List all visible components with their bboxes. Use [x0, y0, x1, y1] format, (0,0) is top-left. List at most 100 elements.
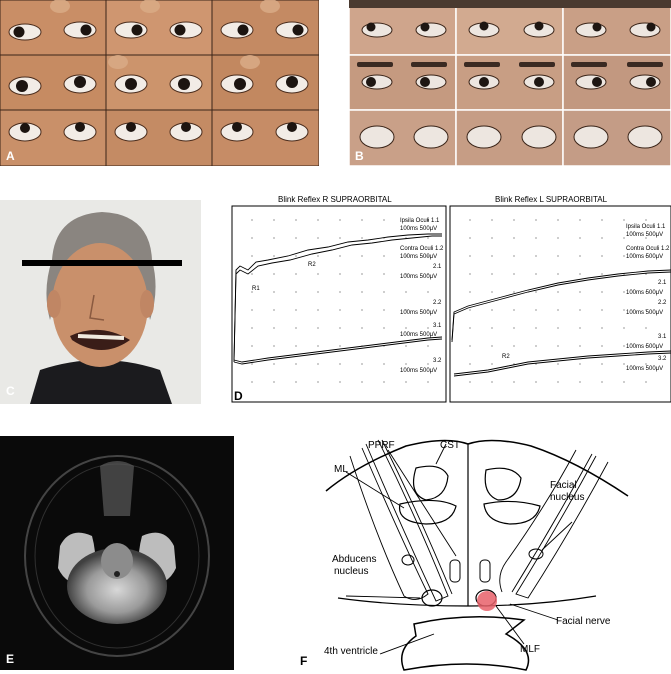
grid-dot	[491, 327, 493, 329]
f-label-fourth-ventricle: 4th ventricle	[324, 646, 378, 657]
grid-dot	[251, 363, 253, 365]
grid-dot	[623, 291, 625, 293]
grid-dot	[601, 237, 603, 239]
f-fourth-ventricle	[401, 616, 530, 671]
grid-dot	[317, 309, 319, 311]
face-photo	[0, 200, 201, 404]
grid-dot	[427, 309, 429, 311]
grid-dot	[469, 345, 471, 347]
d-right-l3: 2.1	[658, 280, 667, 286]
grid-dot	[645, 345, 647, 347]
grid-dot	[383, 273, 385, 275]
grid-dot	[535, 309, 537, 311]
grid-dot	[317, 363, 319, 365]
grid-dot	[427, 219, 429, 221]
f-label-facial-nerve: Facial nerve	[556, 616, 611, 627]
mri-image	[0, 436, 234, 670]
grid-dot	[405, 345, 407, 347]
d-left-s6: 100ms 500μV	[400, 368, 437, 374]
f-label-pprf: PPRF	[368, 440, 395, 451]
e-cerebellum	[67, 548, 167, 624]
grid-dot	[383, 219, 385, 221]
grid-dot	[513, 327, 515, 329]
grid-dot	[623, 309, 625, 311]
grid-dot	[645, 273, 647, 275]
grid-dot	[469, 381, 471, 383]
grid-dot	[469, 363, 471, 365]
grid-dot	[645, 255, 647, 257]
grid-dot	[405, 291, 407, 293]
grid-dot	[339, 363, 341, 365]
d-left-s5: 100ms 500μV	[400, 332, 437, 338]
f-abducens-left	[421, 589, 443, 607]
d-right-l2: Contra Oculi 1.2	[626, 246, 670, 252]
grid-dot	[295, 363, 297, 365]
grid-dot	[579, 219, 581, 221]
grid-dot	[491, 345, 493, 347]
f-outline-top	[325, 439, 629, 497]
grid-dot	[251, 255, 253, 257]
panel-d-blink-reflex: Blink Reflex R SUPRAORBITAL Blink Reflex…	[228, 190, 671, 408]
grid-dot	[405, 255, 407, 257]
c-eye-bar	[22, 260, 182, 266]
grid-dot	[513, 345, 515, 347]
grid-dot	[405, 309, 407, 311]
d-left-labels: Ipsila Oculi 1.1 100ms 500μV Contra Ocul…	[400, 218, 444, 374]
f-label-ml: ML	[334, 464, 348, 475]
grid-dot	[427, 237, 429, 239]
b-hair	[349, 0, 671, 8]
grid-dot	[317, 273, 319, 275]
grid-dot	[513, 273, 515, 275]
grid-dot	[557, 381, 559, 383]
f-ml-left	[398, 499, 457, 525]
grid-dot	[317, 345, 319, 347]
grid-dot	[361, 363, 363, 365]
grid-dot	[557, 309, 559, 311]
f-label-facial-nucleus-2: nucleus	[550, 492, 584, 503]
blink-reflex-traces: Blink Reflex R SUPRAORBITAL Blink Reflex…	[231, 195, 671, 403]
grid-dot	[317, 291, 319, 293]
grid-dot	[601, 363, 603, 365]
d-right-l1: Ipsila Oculi 1.1	[626, 224, 666, 230]
panel-f-diagram: PPRF CST ML Facial nucleus Abducens nucl…	[296, 436, 671, 674]
panel-b-label: B	[355, 149, 364, 163]
grid-dot	[383, 381, 385, 383]
b-pupils	[366, 21, 656, 87]
grid-dot	[601, 219, 603, 221]
f-facial-nerve-right	[499, 449, 609, 599]
d-right-s3: 100ms 500μV	[626, 290, 663, 296]
grid-dot	[427, 327, 429, 329]
grid-dot	[579, 381, 581, 383]
brainstem-diagram: PPRF CST ML Facial nucleus Abducens nucl…	[324, 439, 629, 671]
grid-dot	[513, 219, 515, 221]
f-label-mlf: MLF	[520, 644, 540, 655]
grid-dot	[361, 237, 363, 239]
grid-dot	[251, 327, 253, 329]
e-pons	[101, 543, 133, 579]
grid-dot	[317, 219, 319, 221]
grid-dot	[251, 237, 253, 239]
grid-dot	[295, 327, 297, 329]
f-cst-right	[484, 467, 522, 501]
grid-dot	[469, 309, 471, 311]
d-marker-r2-left: R2	[308, 262, 316, 268]
grid-dot	[317, 237, 319, 239]
grid-dot	[579, 273, 581, 275]
grid-dot	[295, 255, 297, 257]
panel-d-label: D	[234, 389, 243, 403]
f-label-abducens-1: Abducens	[332, 554, 376, 565]
grid-dot	[513, 291, 515, 293]
panel-c-face-photo: C	[0, 200, 201, 404]
d-left-l4: 2.2	[433, 300, 442, 306]
grid-dot	[339, 237, 341, 239]
grid-dot	[251, 273, 253, 275]
d-right-l6: 3.2	[658, 356, 667, 362]
d-left-s4: 100ms 500μV	[400, 310, 437, 316]
grid-dot	[405, 363, 407, 365]
d-left-traces	[233, 233, 443, 365]
grid-dot	[339, 309, 341, 311]
grid-dot	[557, 291, 559, 293]
grid-dot	[491, 291, 493, 293]
grid-dot	[251, 345, 253, 347]
f-label-abducens-2: nucleus	[334, 566, 368, 577]
